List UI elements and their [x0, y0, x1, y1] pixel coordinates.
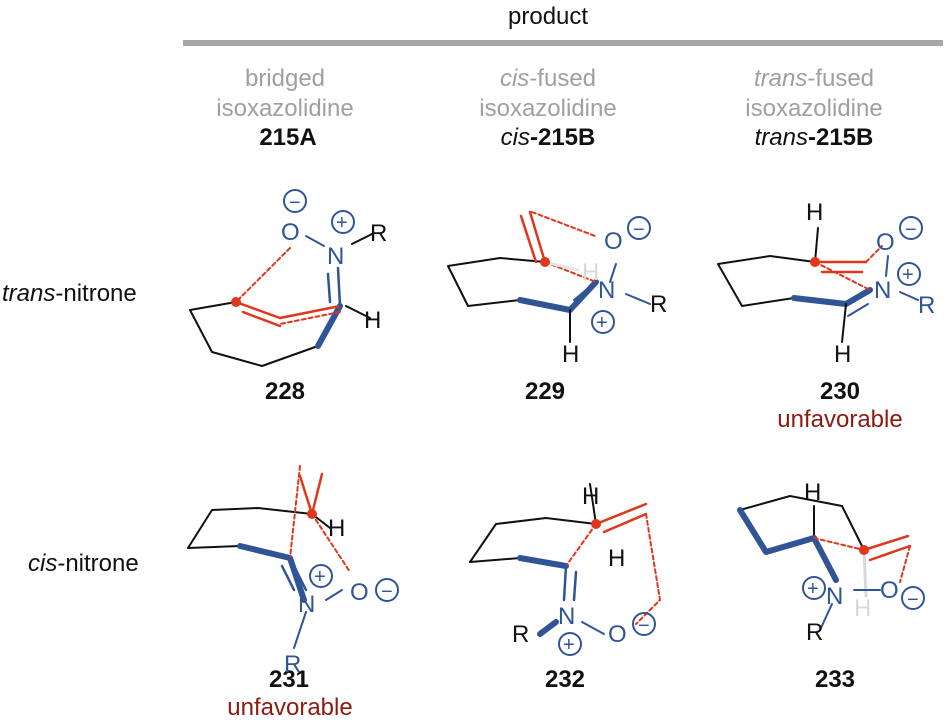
row-label-trans-nitrone: trans-nitrone	[2, 280, 137, 308]
row-2-rest: -nitrone	[57, 550, 139, 577]
column-2-line1: cis-fused	[468, 64, 628, 94]
structure-232	[469, 483, 661, 637]
column-3-line1: trans-fused	[734, 64, 894, 94]
column-1-label: 215A	[259, 124, 317, 151]
structure-228	[189, 233, 373, 367]
compound-233: 233	[814, 666, 856, 693]
atom-h-232-top: H	[582, 483, 599, 510]
row-2-italic: cis	[28, 550, 58, 577]
atom-r-230: R	[918, 292, 935, 319]
column-3-line2: isoxazolidine	[745, 95, 883, 122]
column-3-line1-rest: -fused	[807, 65, 875, 92]
atom-h-229-ghost: H	[582, 259, 599, 286]
unfavorable-note-231: unfavorable	[227, 694, 353, 721]
atom-r-228: R	[370, 220, 387, 247]
column-2-label-bold: -215B	[529, 124, 596, 151]
atom-n-230: N	[874, 277, 891, 304]
charge-plus-230: +	[902, 264, 914, 286]
column-2-line2: isoxazolidine	[479, 95, 617, 122]
row-label-cis-nitrone: cis-nitrone	[28, 550, 139, 578]
atom-r-229: R	[650, 291, 667, 318]
atom-h-230-top: H	[806, 199, 823, 226]
atom-n-231: N	[298, 591, 315, 618]
charge-plus-231: +	[314, 566, 326, 588]
charge-plus-229: +	[596, 312, 608, 334]
atom-n-228: N	[327, 243, 344, 270]
structure-229	[447, 210, 651, 343]
compound-230: 230	[819, 378, 861, 405]
column-1-line1: bridged	[244, 65, 326, 92]
column-2-label: cis-215B	[468, 124, 628, 152]
column-header-bridged: bridged isoxazolidine	[205, 64, 365, 124]
column-3-label: trans-215B	[724, 124, 904, 152]
compound-232: 232	[544, 666, 586, 693]
atom-o-232: O	[608, 621, 627, 648]
atom-o-228: O	[281, 219, 300, 246]
atom-h-230-bottom: H	[834, 341, 851, 368]
compound-228: 228	[264, 378, 306, 405]
charge-minus-230: −	[905, 219, 917, 241]
atom-o-231: O	[350, 579, 369, 606]
column-2-line1-rest: -fused	[529, 65, 597, 92]
atom-o-233: O	[880, 577, 899, 604]
atom-h-229-bottom: H	[562, 341, 579, 368]
atom-o-230: O	[876, 229, 895, 256]
atom-r-233: R	[806, 619, 823, 646]
charge-minus-233: −	[907, 589, 919, 611]
column-3-line1-italic: trans	[753, 65, 808, 92]
column-header-trans-fused: trans-fused isoxazolidine	[734, 64, 894, 124]
atom-h-231: H	[328, 515, 345, 542]
charge-minus-232: −	[638, 615, 650, 637]
column-3-label-bold: -215B	[807, 124, 874, 151]
column-1-line2: isoxazolidine	[216, 95, 354, 122]
header-title: product	[508, 3, 589, 30]
structure-230	[717, 227, 919, 343]
column-header-cis-fused: cis-fused isoxazolidine	[468, 64, 628, 124]
row-1-italic: trans	[2, 280, 56, 307]
row-1-rest: -nitrone	[55, 280, 137, 307]
structure-231	[187, 465, 351, 649]
header-bar	[183, 40, 943, 46]
compound-231: 231	[268, 666, 310, 693]
atom-r-231: R	[284, 651, 301, 678]
charge-plus-232: +	[563, 634, 575, 656]
column-2-label-prefix: cis	[500, 124, 530, 151]
charge-minus-231: −	[381, 581, 393, 603]
atom-n-229: N	[598, 277, 615, 304]
atom-n-232: N	[558, 603, 575, 630]
atom-h-232-side: H	[608, 545, 625, 572]
atom-h-233-ghost: H	[854, 595, 871, 622]
charge-minus-229: −	[633, 219, 645, 241]
atom-h-228: H	[364, 307, 381, 334]
charge-plus-233: +	[807, 578, 819, 600]
unfavorable-note-230: unfavorable	[777, 406, 903, 433]
charge-minus-228: −	[289, 192, 301, 214]
atom-o-229: O	[604, 228, 623, 255]
column-2-line1-italic: cis	[499, 65, 530, 92]
atom-r-232: R	[512, 621, 529, 648]
compound-229: 229	[524, 378, 566, 405]
column-3-label-prefix: trans	[754, 124, 808, 151]
atom-n-233: N	[826, 583, 843, 610]
charge-plus-228: +	[336, 212, 348, 234]
atom-h-233-top: H	[804, 479, 821, 506]
structure-233	[737, 495, 912, 631]
